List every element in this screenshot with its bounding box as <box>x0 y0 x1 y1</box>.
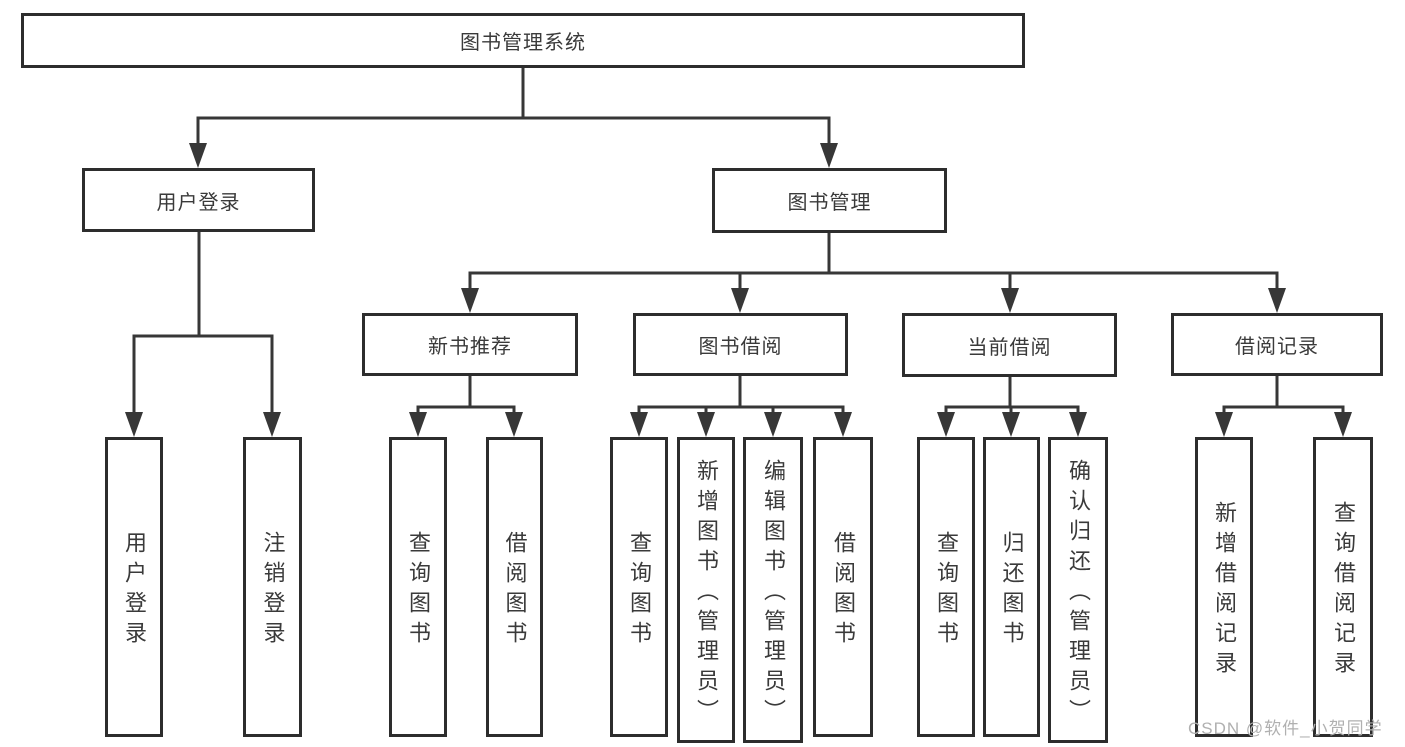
node-library-management-system: 图书管理系统 <box>21 13 1025 68</box>
leaf-user-login: 用户登录 <box>105 437 163 737</box>
leaf-borrow-books-recommendation: 借阅图书 <box>486 437 543 737</box>
leaf-query-books-borrowing: 查询图书 <box>610 437 668 737</box>
leaf-edit-books-admin: 编辑图书（管理员） <box>743 437 803 743</box>
leaf-add-books-admin: 新增图书（管理员） <box>677 437 735 743</box>
leaf-logout: 注销登录 <box>243 437 302 737</box>
csdn-watermark: CSDN @软件_小贺同学 <box>1188 719 1383 738</box>
leaf-query-books-recommendation: 查询图书 <box>389 437 447 737</box>
leaf-add-borrowing-record: 新增借阅记录 <box>1195 437 1253 737</box>
node-book-management: 图书管理 <box>712 168 947 233</box>
node-borrowing-records: 借阅记录 <box>1171 313 1383 376</box>
leaf-query-books-current: 查询图书 <box>917 437 975 737</box>
node-current-borrowing: 当前借阅 <box>902 313 1117 377</box>
leaf-query-borrowing-record: 查询借阅记录 <box>1313 437 1373 737</box>
leaf-borrow-books-borrowing: 借阅图书 <box>813 437 873 737</box>
leaf-confirm-return-admin: 确认归还（管理员） <box>1048 437 1108 743</box>
node-new-book-recommendation: 新书推荐 <box>362 313 578 376</box>
node-user-login: 用户登录 <box>82 168 315 232</box>
node-book-borrowing: 图书借阅 <box>633 313 848 376</box>
leaf-return-books: 归还图书 <box>983 437 1040 737</box>
